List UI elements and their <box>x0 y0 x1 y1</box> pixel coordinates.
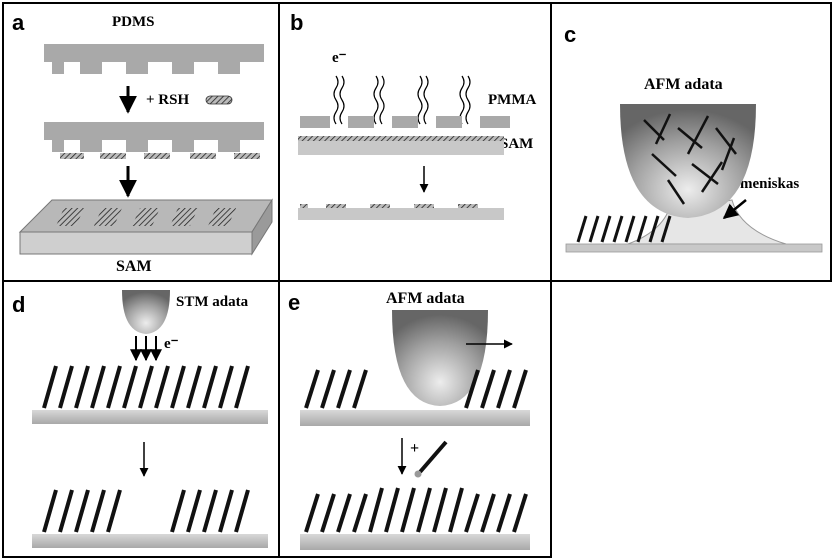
panel-e-drawing <box>300 310 530 550</box>
sam-molecules <box>304 369 528 409</box>
panel-a-microcontact-printing: a PDMS + RSH SAM <box>2 2 280 282</box>
incoming-molecule <box>418 440 448 474</box>
printed-sam-patches <box>56 208 236 226</box>
substrate-front <box>19 231 253 255</box>
pmma-mask <box>300 116 510 128</box>
panel-c-dip-pen-nanolithography: c AFM adata meniskas <box>550 2 832 282</box>
panel-letter: b <box>290 10 304 35</box>
panel-b-drawing <box>298 75 510 220</box>
pmma-label: PMMA <box>488 92 537 108</box>
patterned-sam <box>42 489 250 533</box>
afm-tip-label: AFM adata <box>386 290 465 307</box>
patterned-sam <box>300 204 478 208</box>
meniscus-label: meniskas <box>740 176 800 192</box>
substrate <box>565 243 823 253</box>
panel-letter: e <box>288 290 301 315</box>
plus-sign: + <box>410 440 420 457</box>
pdms-label: PDMS <box>112 14 155 30</box>
rsh-label: + RSH <box>146 92 190 108</box>
afm-tip <box>392 310 488 406</box>
pdms-stamp <box>44 44 264 74</box>
inked-stamp <box>44 122 264 152</box>
substrate-side <box>251 198 273 256</box>
substrate <box>298 141 504 155</box>
electron-label: e⁻ <box>332 50 347 66</box>
panel-a-drawing <box>18 44 273 256</box>
substrate <box>300 534 530 550</box>
panel-b-electron-beam-lithography: b e⁻ PMMA SAM <box>278 2 552 282</box>
panel-d-stm-lithography: d STM adata e⁻ <box>2 280 280 558</box>
regrown-sam <box>304 487 528 533</box>
panel-e-nanografting: e AFM adata + <box>278 280 552 558</box>
substrate <box>298 208 504 220</box>
rsh-molecule-icon <box>205 95 233 105</box>
molecules-on-tip <box>643 113 737 205</box>
stm-tip <box>122 290 170 334</box>
meniscus-pointer-arrow <box>722 199 747 219</box>
afm-tip-label: AFM adata <box>644 76 723 93</box>
sam-label: SAM <box>500 136 534 152</box>
substrate <box>32 410 268 424</box>
deposited-sam <box>576 215 672 243</box>
panel-letter: d <box>12 292 26 317</box>
substrate <box>32 534 268 548</box>
sam-layer <box>298 136 504 141</box>
afm-tip <box>620 104 756 218</box>
panel-letter: a <box>12 10 25 35</box>
sam-molecules <box>42 365 250 409</box>
stm-tip-label: STM adata <box>176 294 249 310</box>
electron-beams <box>333 75 471 125</box>
panel-d-drawing <box>32 290 268 548</box>
tunneling-electrons <box>130 336 162 362</box>
panel-c-drawing <box>565 104 823 253</box>
sam-label: SAM <box>116 258 152 275</box>
ink-layer <box>60 153 260 159</box>
panel-letter: c <box>564 22 577 47</box>
substrate <box>300 410 530 426</box>
electron-label: e⁻ <box>164 336 179 352</box>
